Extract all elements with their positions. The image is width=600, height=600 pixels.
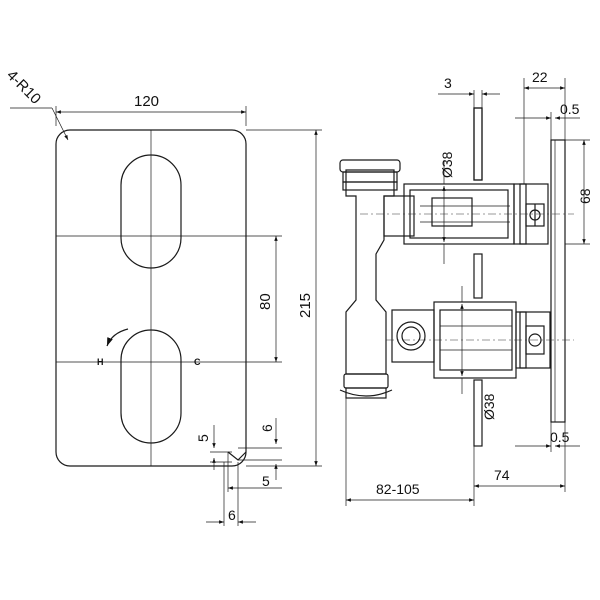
bottom-diameter-dimension: Ø38 <box>481 393 497 420</box>
lower-control-knob <box>120 329 182 444</box>
dim-22: 22 <box>532 69 548 85</box>
dim-05-bottom: 0.5 <box>550 429 570 445</box>
depth-range-dimension: 82-105 <box>376 481 420 497</box>
hot-label: H <box>97 357 104 367</box>
side-view: 3 22 0.5 Ø38 68 Ø38 0.5 7 <box>339 69 593 506</box>
dim-5-left: 5 <box>195 434 211 442</box>
inlet-pipe <box>345 169 395 375</box>
height-dimension: 215 <box>297 293 314 318</box>
cold-label: C <box>194 357 201 367</box>
corner-radius-label: 4-R10 <box>3 67 44 108</box>
dim-74: 74 <box>494 467 510 483</box>
wall-thickness-dimension: 3 <box>444 75 452 91</box>
front-view: H C 4-R10 120 215 80 5 6 <box>3 67 322 526</box>
dim-5-lower: 5 <box>262 473 270 489</box>
top-diameter-dimension: Ø38 <box>439 151 455 178</box>
rotation-arrow-icon <box>106 328 129 347</box>
faceplate-side <box>550 139 566 423</box>
dim-6-upper: 6 <box>259 424 275 432</box>
dim-68: 68 <box>577 188 593 204</box>
dim-05-top: 0.5 <box>560 101 580 117</box>
lower-cartridge <box>386 301 574 379</box>
upper-cartridge <box>360 183 574 245</box>
width-dimension: 120 <box>134 93 159 110</box>
wall-plate <box>473 107 483 181</box>
dim-6-bottom: 6 <box>228 507 236 523</box>
upper-control-knob <box>120 154 182 269</box>
spacing-dimension: 80 <box>257 293 274 310</box>
